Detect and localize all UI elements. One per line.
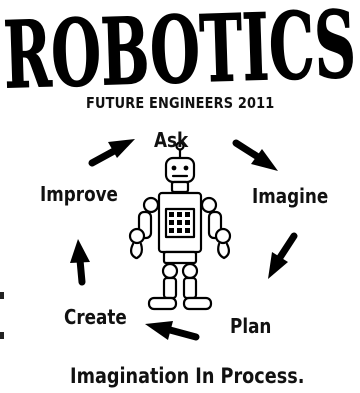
arrow-plan-to-create (145, 321, 200, 341)
step-improve: Improve (40, 182, 118, 206)
step-ask: Ask (154, 128, 189, 152)
step-plan: Plan (230, 314, 272, 338)
robot-icon (128, 141, 232, 311)
arrow-improve-to-ask (88, 139, 135, 167)
edge-mark (0, 292, 4, 299)
step-create: Create (64, 305, 127, 329)
motto: Imagination In Process. (70, 364, 305, 388)
title-text: ROBOTICS (2, 0, 357, 110)
title-wordmark: ROBOTICS (1, 0, 357, 110)
arrow-ask-to-imagine (232, 139, 278, 171)
arrow-imagine-to-plan (268, 232, 298, 279)
subtitle: FUTURE ENGINEERS 2011 (86, 94, 275, 112)
edge-mark (0, 332, 4, 339)
arrow-create-to-improve (70, 239, 90, 286)
step-imagine: Imagine (252, 184, 329, 208)
